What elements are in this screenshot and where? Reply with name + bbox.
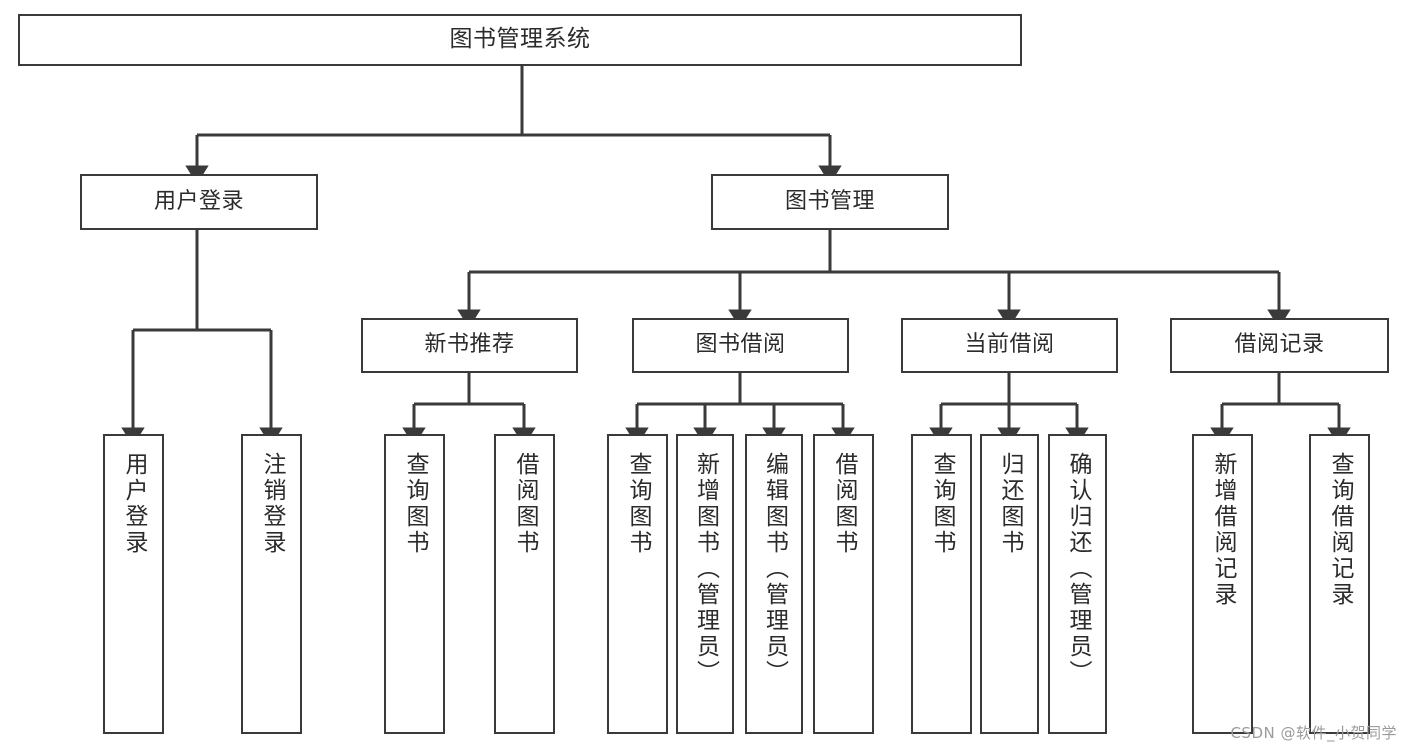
node-label: 编辑图书（管理员） <box>761 452 788 686</box>
csdn-watermark: CSDN @软件_小贺同学 <box>1230 724 1397 742</box>
leaf-records-query-record[interactable]: 查询借阅记录 <box>1309 434 1370 734</box>
leaf-current-query-book[interactable]: 查询图书 <box>911 434 972 734</box>
node-borrow-records[interactable]: 借阅记录 <box>1170 318 1389 373</box>
leaf-user-logout[interactable]: 注销登录 <box>241 434 302 734</box>
leaf-borrow-query-book[interactable]: 查询图书 <box>607 434 668 734</box>
leaf-new-book-query[interactable]: 查询图书 <box>384 434 445 734</box>
node-label: 借阅图书 <box>512 452 538 556</box>
node-label: 借阅记录 <box>1234 332 1325 358</box>
node-label: 图书管理 <box>784 188 875 214</box>
node-current-borrow[interactable]: 当前借阅 <box>901 318 1118 373</box>
leaf-current-confirm-return-admin[interactable]: 确认归还（管理员） <box>1048 434 1107 734</box>
node-label: 用户登录 <box>121 452 147 556</box>
node-label: 用户登录 <box>153 188 244 214</box>
leaf-new-book-borrow[interactable]: 借阅图书 <box>494 434 555 734</box>
node-label: 注销登录 <box>259 452 285 556</box>
node-user-login[interactable]: 用户登录 <box>80 174 318 230</box>
node-label: 查询图书 <box>929 452 955 556</box>
node-label: 新增图书（管理员） <box>692 452 719 686</box>
node-book-management[interactable]: 图书管理 <box>711 174 949 230</box>
node-book-borrow[interactable]: 图书借阅 <box>632 318 849 373</box>
node-label: 查询借阅记录 <box>1327 452 1353 608</box>
node-label: 借阅图书 <box>831 452 857 556</box>
node-label: 归还图书 <box>997 452 1023 556</box>
leaf-borrow-borrow-book[interactable]: 借阅图书 <box>813 434 874 734</box>
node-label: 查询图书 <box>402 452 428 556</box>
node-label: 当前借阅 <box>964 332 1055 358</box>
node-label: 图书管理系统 <box>449 26 591 53</box>
leaf-borrow-edit-book-admin[interactable]: 编辑图书（管理员） <box>745 434 803 734</box>
node-label: 图书借阅 <box>695 332 786 358</box>
leaf-current-return-book[interactable]: 归还图书 <box>980 434 1039 734</box>
node-root-system[interactable]: 图书管理系统 <box>18 14 1022 66</box>
node-label: 新书推荐 <box>424 332 515 358</box>
node-label: 新增借阅记录 <box>1210 452 1236 608</box>
leaf-records-add-record[interactable]: 新增借阅记录 <box>1192 434 1253 734</box>
node-label: 查询图书 <box>625 452 651 556</box>
leaf-borrow-add-book-admin[interactable]: 新增图书（管理员） <box>676 434 734 734</box>
node-new-book-recommend[interactable]: 新书推荐 <box>361 318 578 373</box>
leaf-user-login[interactable]: 用户登录 <box>103 434 164 734</box>
node-label: 确认归还（管理员） <box>1065 452 1091 686</box>
